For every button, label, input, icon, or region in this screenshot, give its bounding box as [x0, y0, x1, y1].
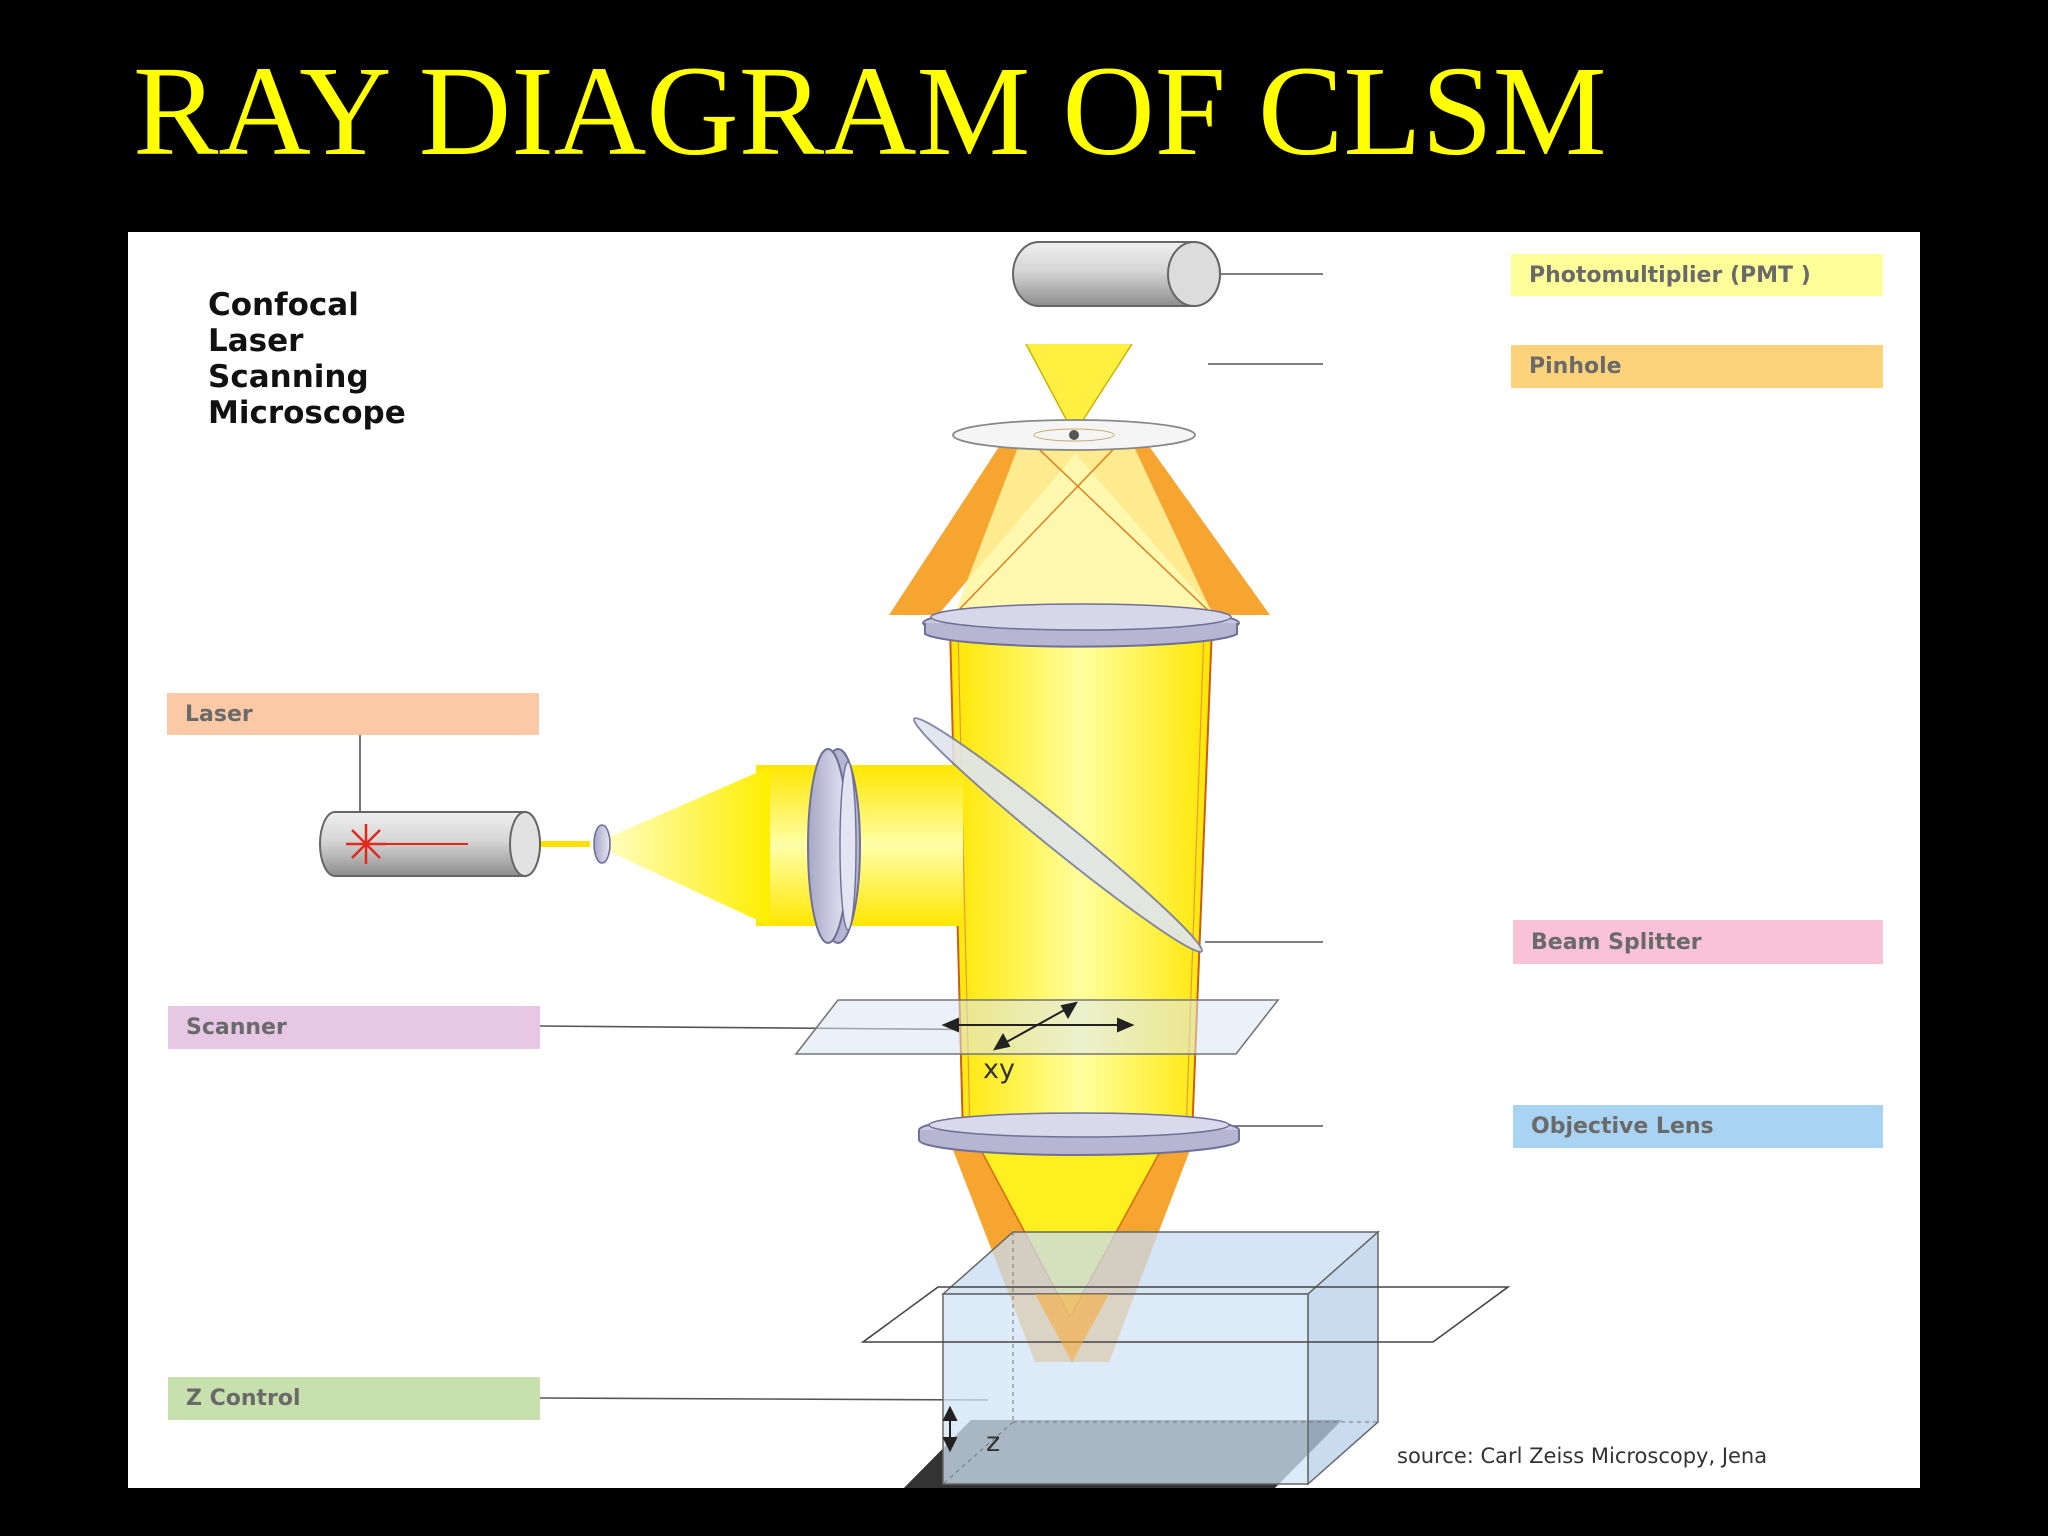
source-credit: source: Carl Zeiss Microscopy, Jena	[1397, 1444, 1768, 1468]
label-pinhole: Pinhole	[1511, 345, 1883, 388]
label-photomultiplier: Photomultiplier (PMT )	[1511, 254, 1883, 296]
diagram-panel: Confocal Laser Scanning Microscope Photo…	[128, 232, 1920, 1488]
label-z-control: Z Control	[168, 1377, 540, 1420]
laser-source	[319, 811, 541, 877]
label-beam-splitter: Beam Splitter	[1513, 920, 1883, 964]
clsm-ray-diagram	[319, 241, 1511, 1488]
tube-lens	[922, 603, 1240, 648]
slide-title: RAY DIAGRAM OF CLSM	[133, 40, 1607, 182]
scanner-plane	[794, 999, 1280, 1055]
collimating-lens	[807, 748, 861, 944]
return-beam	[889, 430, 1270, 616]
heading-line: Microscope	[208, 395, 406, 431]
pinhole-disc	[952, 419, 1196, 451]
label-objective-lens: Objective Lens	[1513, 1105, 1883, 1148]
beam-splitter	[912, 717, 1204, 953]
heading-line: Confocal	[208, 287, 359, 323]
objective-lens	[918, 1112, 1240, 1156]
laser-pinhole-lens	[593, 824, 611, 864]
scanner-axis-label: xy	[983, 1054, 1015, 1085]
specimen-block	[860, 1230, 1511, 1488]
label-laser: Laser	[167, 693, 539, 735]
heading-line: Scanning	[208, 359, 369, 395]
photomultiplier-tube	[1012, 241, 1221, 435]
diagram-heading: Confocal Laser Scanning Microscope	[208, 287, 406, 431]
z-arrow	[942, 1405, 958, 1453]
heading-line: Laser	[208, 323, 304, 359]
z-axis-label: z	[986, 1427, 1001, 1458]
label-scanner: Scanner	[168, 1006, 540, 1049]
